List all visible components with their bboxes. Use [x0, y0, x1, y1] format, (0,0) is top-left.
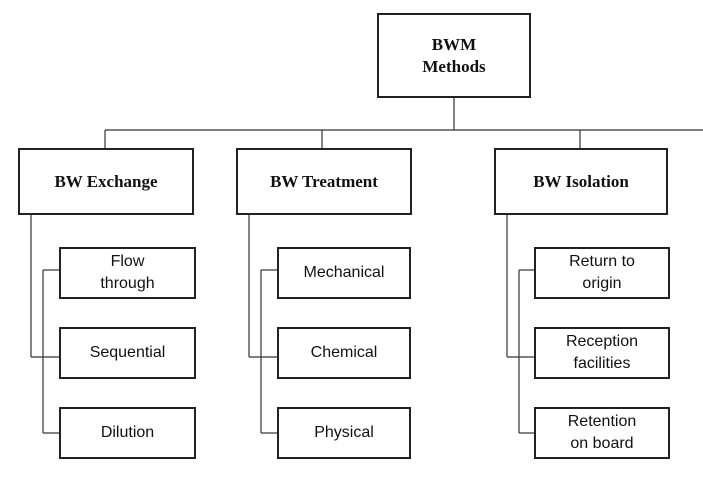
leaf-node-reception-facilities: Reception facilities — [534, 327, 670, 379]
leaf-node-mechanical: Mechanical — [277, 247, 411, 299]
leaf-label-sequential: Sequential — [89, 344, 166, 361]
leaf-node-physical: Physical — [277, 407, 411, 459]
leaf-label-retention-on-board: Retention on board — [567, 413, 637, 452]
leaf-node-flow-through: Flow through — [59, 247, 196, 299]
category-label-bw-isolation: BW Isolation — [533, 171, 629, 191]
leaf-node-return-to-origin: Return to origin — [534, 247, 670, 299]
category-node-bw-exchange: BW Exchange — [18, 148, 194, 215]
leaf-node-retention-on-board: Retention on board — [534, 407, 670, 459]
category-label-bw-exchange: BW Exchange — [54, 171, 158, 191]
leaf-node-dilution: Dilution — [59, 407, 196, 459]
category-node-bw-isolation: BW Isolation — [494, 148, 668, 215]
leaf-label-mechanical: Mechanical — [303, 264, 385, 281]
category-label-bw-treatment: BW Treatment — [270, 171, 378, 191]
leaf-label-reception-facilities: Reception facilities — [565, 333, 639, 372]
leaf-label-return-to-origin: Return to origin — [569, 253, 635, 292]
root-node-bwm-methods: BWM Methods — [377, 13, 531, 98]
leaf-node-sequential: Sequential — [59, 327, 196, 379]
leaf-node-chemical: Chemical — [277, 327, 411, 379]
root-node-label: BWM Methods — [422, 34, 486, 76]
leaf-label-dilution: Dilution — [100, 424, 155, 441]
leaf-label-flow-through: Flow through — [100, 253, 155, 292]
leaf-label-physical: Physical — [314, 424, 374, 441]
leaf-label-chemical: Chemical — [310, 344, 378, 361]
category-node-bw-treatment: BW Treatment — [236, 148, 412, 215]
